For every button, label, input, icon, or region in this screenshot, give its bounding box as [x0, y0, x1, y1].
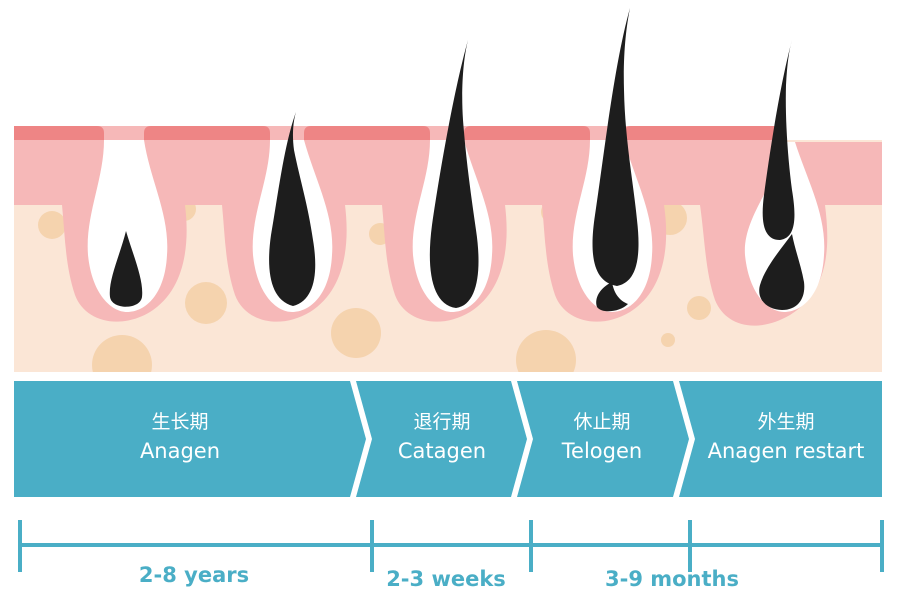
- phase-banner-restart: [679, 381, 882, 497]
- hair-telogen: [592, 8, 639, 286]
- skin-cross-section: [14, 8, 882, 372]
- phase-restart-cn: 外生期: [757, 411, 814, 433]
- phase-banner-telogen: [517, 381, 689, 497]
- phase-banner-anagen: [14, 381, 366, 497]
- phase-restart-en: Anagen restart: [708, 439, 865, 463]
- duration-catagen: 2-3 weeks: [386, 567, 506, 591]
- phase-catagen-en: Catagen: [398, 439, 486, 463]
- phase-anagen-en: Anagen: [140, 439, 220, 463]
- phase-telogen-cn: 休止期: [573, 411, 630, 433]
- phase-telogen-en: Telogen: [561, 439, 642, 463]
- timeline: [18, 520, 884, 572]
- phase-banner-catagen: [356, 381, 527, 497]
- epidermis-top: [14, 126, 782, 140]
- hair-restart-old: [762, 40, 795, 240]
- hair-telogen-club: [596, 282, 628, 312]
- hair-restart-new: [759, 234, 805, 310]
- follicle-1: [87, 140, 168, 312]
- phase-catagen-cn: 退行期: [413, 411, 470, 433]
- phase-banner: 生长期 Anagen 退行期 Catagen 休止期 Telogen 外生期 A…: [14, 381, 882, 497]
- hair-catagen: [429, 40, 479, 308]
- duration-anagen: 2-8 years: [139, 563, 249, 587]
- hair-anagen: [269, 112, 316, 306]
- hairs: [109, 8, 805, 312]
- phase-anagen-cn: 生长期: [151, 411, 208, 433]
- hair-anagen-early: [109, 231, 143, 307]
- duration-telogen: 3-9 months: [605, 567, 739, 591]
